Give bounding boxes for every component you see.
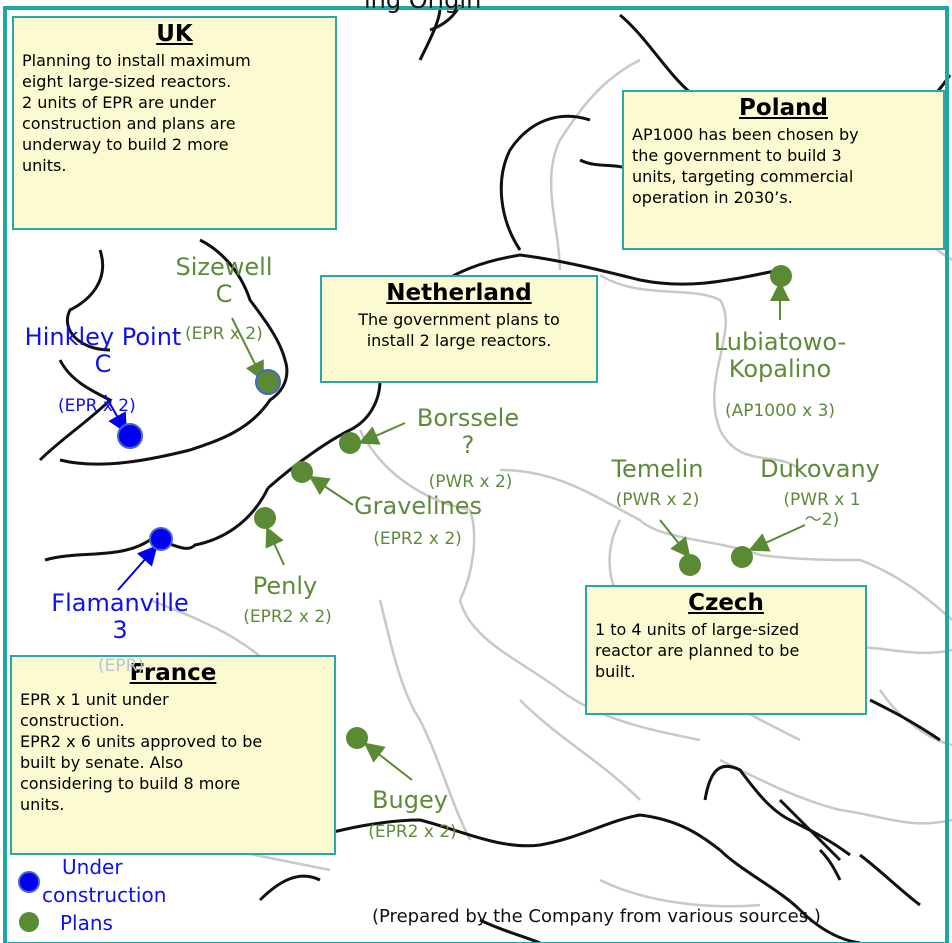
legend-line: construction — [42, 883, 167, 907]
site-detail-line: ～2) — [804, 510, 840, 530]
site-name: Kopalino — [728, 355, 832, 383]
czech-info-box: Czech 1 to 4 units of large-sized reacto… — [585, 585, 867, 715]
france-line: construction. — [20, 711, 125, 730]
site-detail-flamanville: (EPR) — [97, 656, 145, 676]
site-name: Hinkley Point — [24, 323, 182, 351]
legend-marker-under-construction — [18, 871, 40, 893]
site-name: 3 — [112, 616, 128, 644]
site-name: Lubiatowo- — [713, 328, 847, 356]
marker-hinkley — [117, 423, 143, 449]
poland-line: the government to build 3 — [632, 146, 842, 165]
site-detail-dukovany: (PWR x 1 ～2) — [752, 490, 892, 530]
site-detail-sizewell: (EPR x 2) — [185, 324, 263, 344]
czech-title: Czech — [688, 590, 764, 616]
source-note: (Prepared by the Company from various so… — [372, 906, 821, 927]
netherland-info-box: Netherland The government plans to insta… — [320, 275, 598, 383]
site-detail-temelin: (PWR x 2) — [615, 490, 700, 510]
france-title: France — [129, 660, 217, 686]
site-detail-gravelines: (EPR2 x 2) — [373, 529, 462, 549]
site-detail-lubiatowo: (AP1000 x 3) — [724, 401, 836, 421]
marker-dukovany — [731, 546, 753, 568]
uk-title: UK — [156, 21, 193, 47]
site-name: C — [215, 280, 233, 308]
site-name: ? — [461, 431, 475, 459]
header-fragment: ing Origin — [364, 0, 482, 14]
marker-sizewell — [255, 369, 281, 395]
site-label-borssele: Borssele ? — [398, 405, 538, 459]
pointer-arrows — [104, 281, 806, 781]
uk-line: underway to build 2 more — [22, 135, 229, 154]
site-label-flamanville: Flamanville 3 — [30, 590, 210, 644]
poland-line: units, targeting commercial — [632, 167, 854, 186]
site-detail-bugey: (EPR2 x 2) — [368, 822, 457, 842]
legend-line: Under — [62, 855, 123, 879]
czech-line: 1 to 4 units of large-sized — [595, 620, 800, 639]
site-detail-hinkley: (EPR x 2) — [58, 396, 136, 416]
marker-gravelines — [291, 461, 313, 483]
france-line: built by senate. Also — [20, 753, 184, 772]
marker-borssele — [339, 432, 361, 454]
uk-line: Planning to install maximum — [22, 51, 251, 70]
site-name: Sizewell — [175, 253, 273, 281]
netherland-line: install 2 large reactors. — [366, 331, 552, 350]
legend-marker-plans — [19, 912, 39, 932]
site-markers — [18, 265, 792, 932]
poland-line: operation in 2030’s. — [632, 188, 793, 207]
marker-bugey — [346, 727, 368, 749]
marker-flamanville — [149, 527, 173, 551]
uk-line: 2 units of EPR are under — [22, 93, 216, 112]
site-label-dukovany: Dukovany — [745, 456, 895, 483]
site-name: Gravelines — [354, 492, 482, 520]
marker-temelin — [679, 554, 701, 576]
site-label-hinkley: Hinkley Point C — [8, 324, 198, 378]
legend-label-plans: Plans — [60, 911, 113, 935]
uk-line: construction and plans are — [22, 114, 236, 133]
site-label-temelin: Temelin — [595, 456, 720, 483]
site-label-penly: Penly — [245, 573, 325, 600]
site-detail-line: (PWR x 1 — [783, 490, 861, 510]
site-name: Penly — [252, 572, 318, 600]
site-name: C — [94, 350, 112, 378]
czech-line: built. — [595, 662, 636, 681]
poland-title: Poland — [739, 95, 828, 121]
site-label-gravelines: Gravelines — [338, 493, 498, 520]
marker-penly — [254, 507, 276, 529]
netherland-line: The government plans to — [358, 310, 560, 329]
uk-info-box: UK Planning to install maximum eight lar… — [12, 16, 337, 230]
france-line: EPR x 1 unit under — [20, 690, 169, 709]
marker-lubiatowo — [770, 265, 792, 287]
site-label-sizewell: Sizewell C — [166, 254, 282, 308]
site-name: Bugey — [372, 786, 448, 814]
france-line: considering to build 8 more — [20, 774, 241, 793]
site-label-bugey: Bugey — [360, 787, 460, 814]
legend-label-under-construction: Under — [62, 856, 123, 878]
site-name: Temelin — [611, 455, 704, 483]
site-name: Flamanville — [51, 589, 189, 617]
coastlines — [38, 4, 952, 943]
france-info-box: France EPR x 1 unit under construction. … — [10, 655, 336, 855]
poland-line: AP1000 has been chosen by — [632, 125, 859, 144]
france-line: units. — [20, 795, 65, 814]
site-detail-penly: (EPR2 x 2) — [243, 607, 332, 627]
uk-line: eight large-sized reactors. — [22, 72, 232, 91]
france-line: EPR2 x 6 units approved to be — [20, 732, 263, 751]
legend-label-under-construction-2: construction — [42, 884, 166, 906]
poland-info-box: Poland AP1000 has been chosen by the gov… — [622, 90, 945, 250]
uk-line: units. — [22, 156, 67, 175]
site-name: Borssele — [416, 404, 520, 432]
site-detail-borssele: (PWR x 2) — [428, 472, 513, 492]
site-label-lubiatowo: Lubiatowo- Kopalino — [685, 329, 875, 383]
site-name: Dukovany — [760, 455, 880, 483]
czech-line: reactor are planned to be — [595, 641, 800, 660]
netherland-title: Netherland — [386, 280, 532, 306]
